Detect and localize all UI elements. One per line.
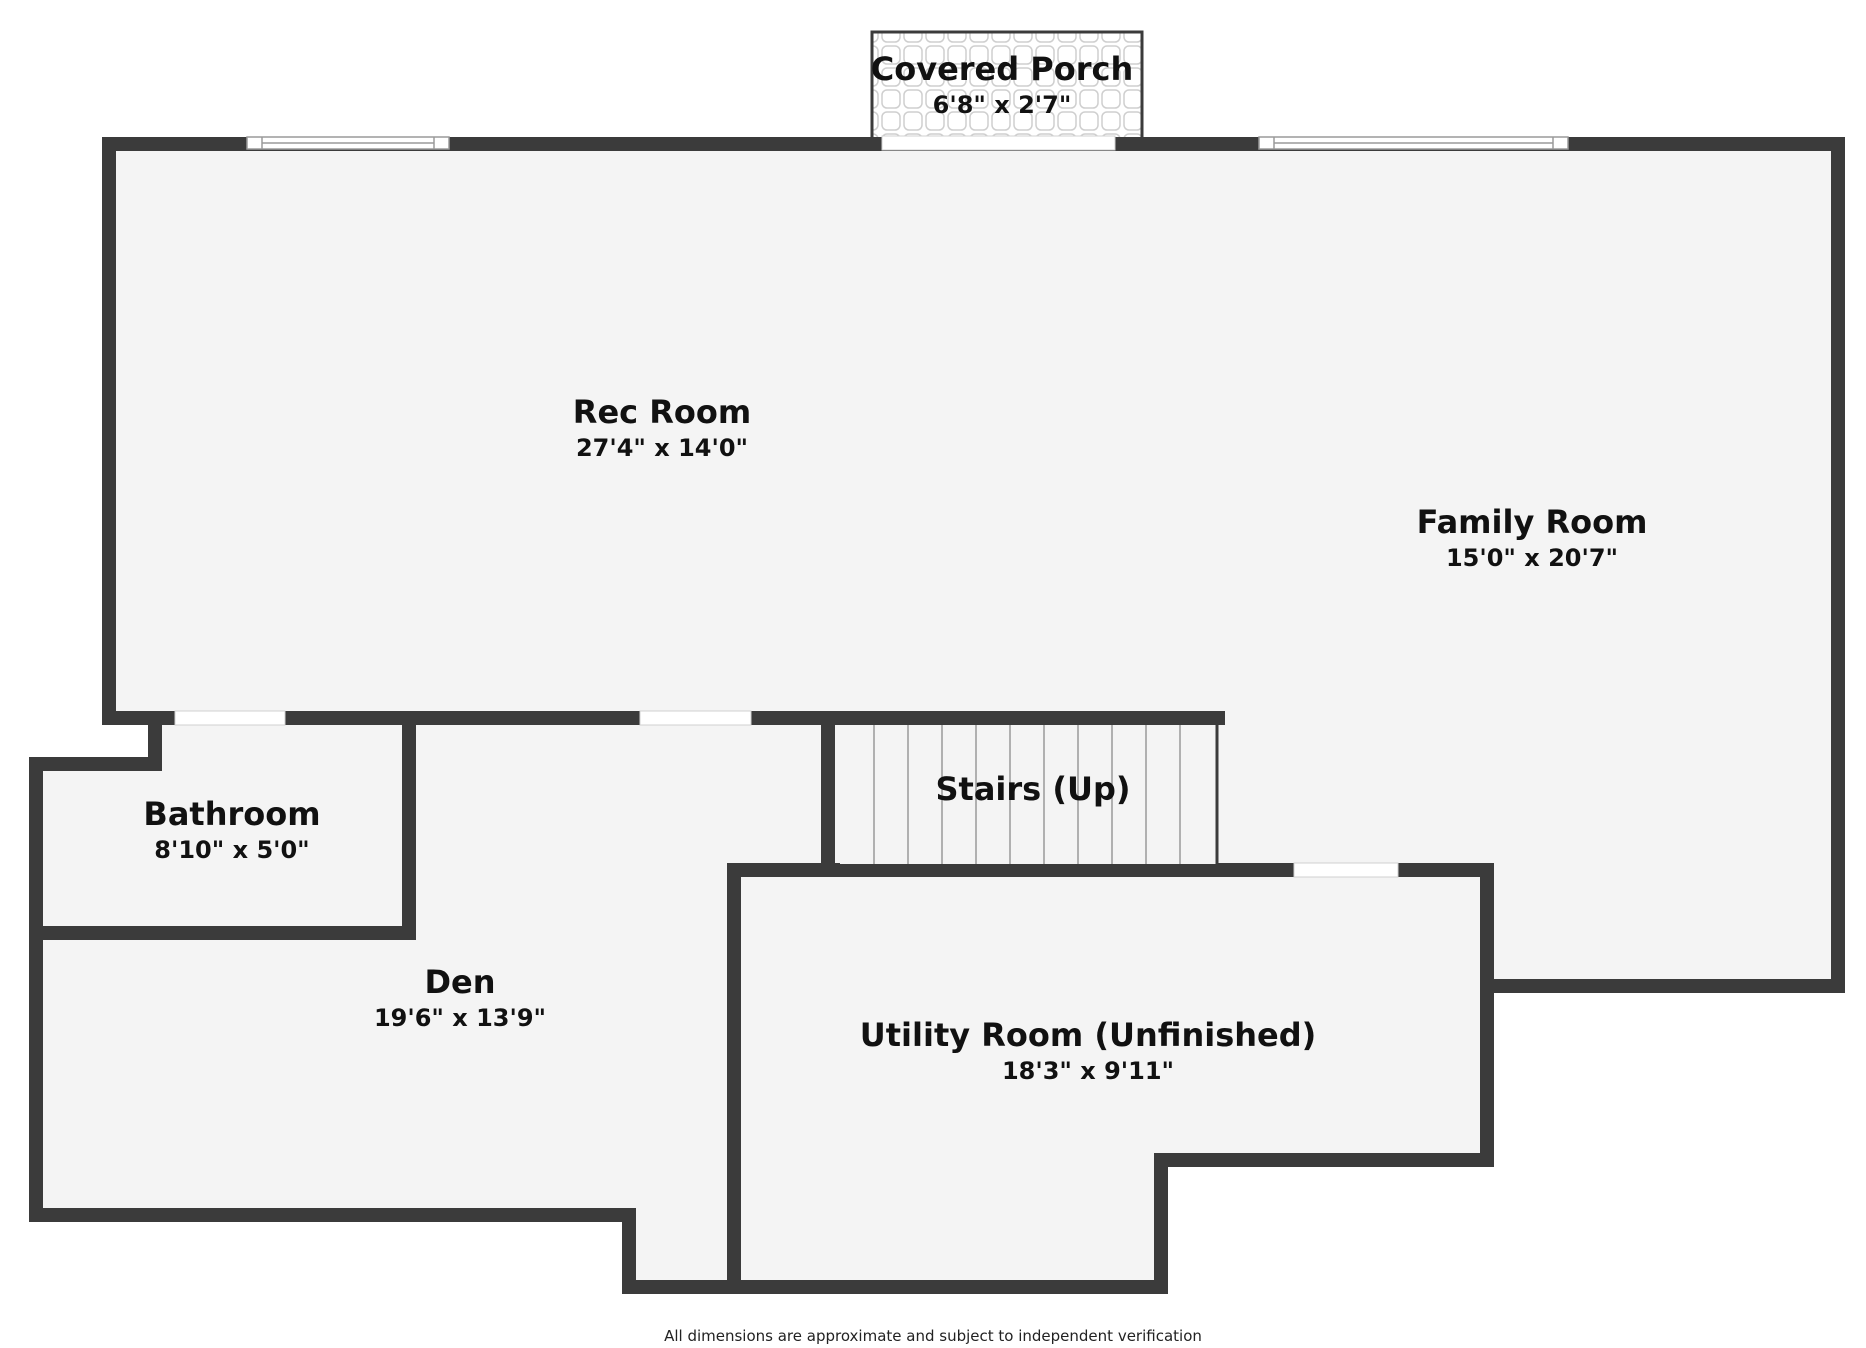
utility-door-opening <box>1293 862 1399 878</box>
porch-dims: 6'8" x 2'7" <box>933 91 1072 119</box>
porch-floor <box>870 30 1144 144</box>
rec-room-dims: 27'4" x 14'0" <box>576 434 748 462</box>
bathroom-door-opening <box>174 710 286 726</box>
den-name: Den <box>424 963 495 1001</box>
bathroom-dims: 8'10" x 5'0" <box>154 836 309 864</box>
porch-door-opening <box>881 135 1116 151</box>
utility-room-dims: 18'3" x 9'11" <box>1002 1057 1174 1085</box>
stairs-floor <box>840 725 1216 864</box>
family-room-dims: 15'0" x 20'7" <box>1446 544 1618 572</box>
door-openings <box>174 135 1399 878</box>
porch-name: Covered Porch <box>871 50 1134 88</box>
room-labels: Covered Porch 6'8" x 2'7" Rec Room 27'4"… <box>143 50 1647 1085</box>
stairs-name: Stairs (Up) <box>935 770 1130 808</box>
rec-room-name: Rec Room <box>573 393 751 431</box>
covered-porch <box>870 30 1144 144</box>
den-door-opening <box>639 710 752 726</box>
den-dims: 19'6" x 13'9" <box>374 1004 546 1032</box>
stair-treads <box>873 725 1181 864</box>
disclaimer-text: All dimensions are approximate and subje… <box>664 1327 1202 1345</box>
utility-room-name: Utility Room (Unfinished) <box>860 1016 1317 1054</box>
bathroom-name: Bathroom <box>143 795 320 833</box>
window-rec-room <box>246 136 450 150</box>
windows <box>246 136 1569 150</box>
stairs <box>840 718 1219 864</box>
family-room-name: Family Room <box>1417 503 1648 541</box>
window-family-room <box>1258 136 1569 150</box>
